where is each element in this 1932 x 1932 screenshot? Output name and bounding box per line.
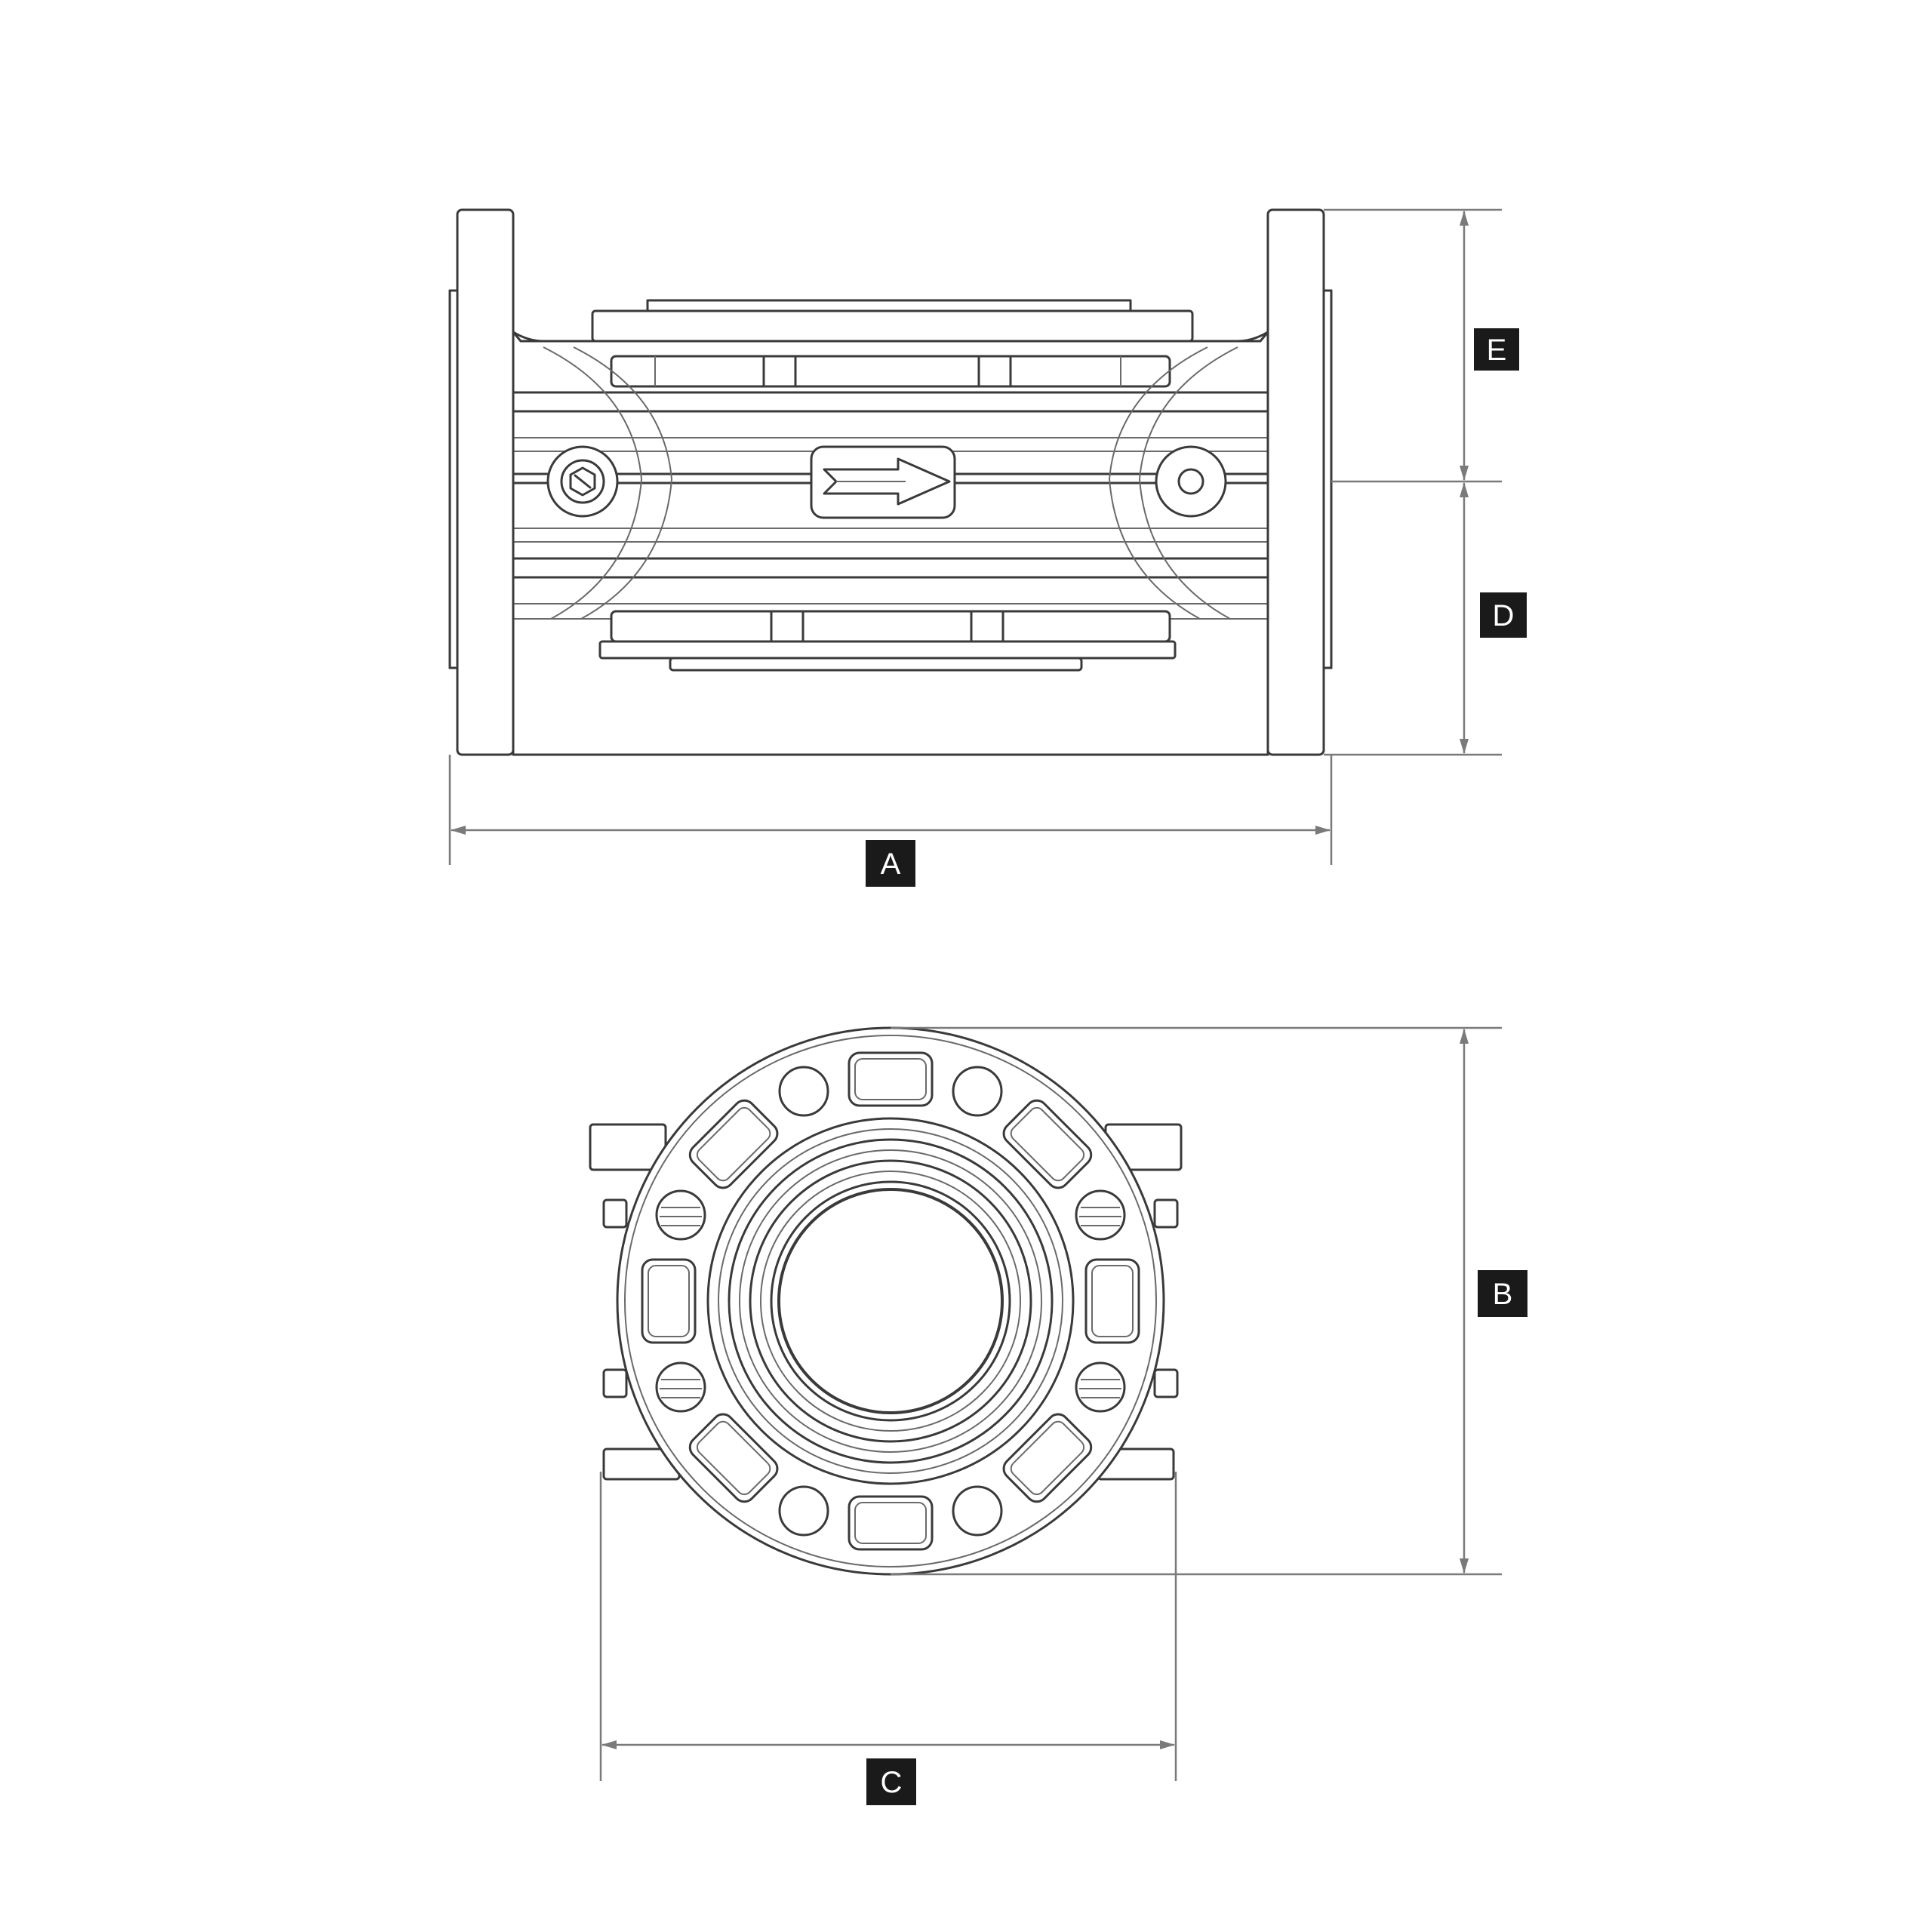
right-flange	[1266, 208, 1325, 756]
bore	[777, 1188, 1004, 1414]
right-arrow-icon	[823, 457, 951, 506]
hex-nut-icon	[569, 466, 596, 497]
flange-slots	[641, 1051, 1140, 1551]
dimensions	[448, 208, 1502, 1781]
lower-cover	[598, 640, 1177, 660]
svg-text:B: B	[1493, 1278, 1513, 1311]
front-view	[589, 1026, 1183, 1576]
bolt-hole	[778, 1066, 829, 1117]
svg-text:C: C	[881, 1766, 903, 1799]
label-c: C	[866, 1758, 916, 1805]
label-a: A	[866, 840, 915, 887]
label-b: B	[1478, 1270, 1527, 1317]
bottom-clamp	[610, 610, 1171, 643]
label-e: E	[1474, 328, 1519, 371]
right-port	[1155, 445, 1227, 518]
ribbed-bolt-hole	[1075, 1189, 1126, 1241]
svg-text:A: A	[881, 848, 901, 881]
upper-cover	[591, 309, 1194, 343]
valve-body	[512, 331, 1269, 756]
side-view	[448, 208, 1333, 756]
svg-text:D: D	[1493, 599, 1515, 632]
upper-cover-cap	[646, 299, 1132, 312]
ribbed-bolt-hole	[655, 1361, 706, 1413]
ribbed-bolt-hole	[1075, 1361, 1126, 1413]
bolt-hole	[952, 1485, 1003, 1537]
svg-text:E: E	[1487, 334, 1507, 367]
flange-disc	[616, 1026, 1165, 1576]
bolt-hole	[952, 1066, 1003, 1117]
bolt-hole	[778, 1485, 829, 1537]
label-d: D	[1480, 592, 1527, 638]
left-flange	[456, 208, 515, 756]
ribbed-bolt-hole	[655, 1189, 706, 1241]
top-clamp	[610, 355, 1171, 388]
